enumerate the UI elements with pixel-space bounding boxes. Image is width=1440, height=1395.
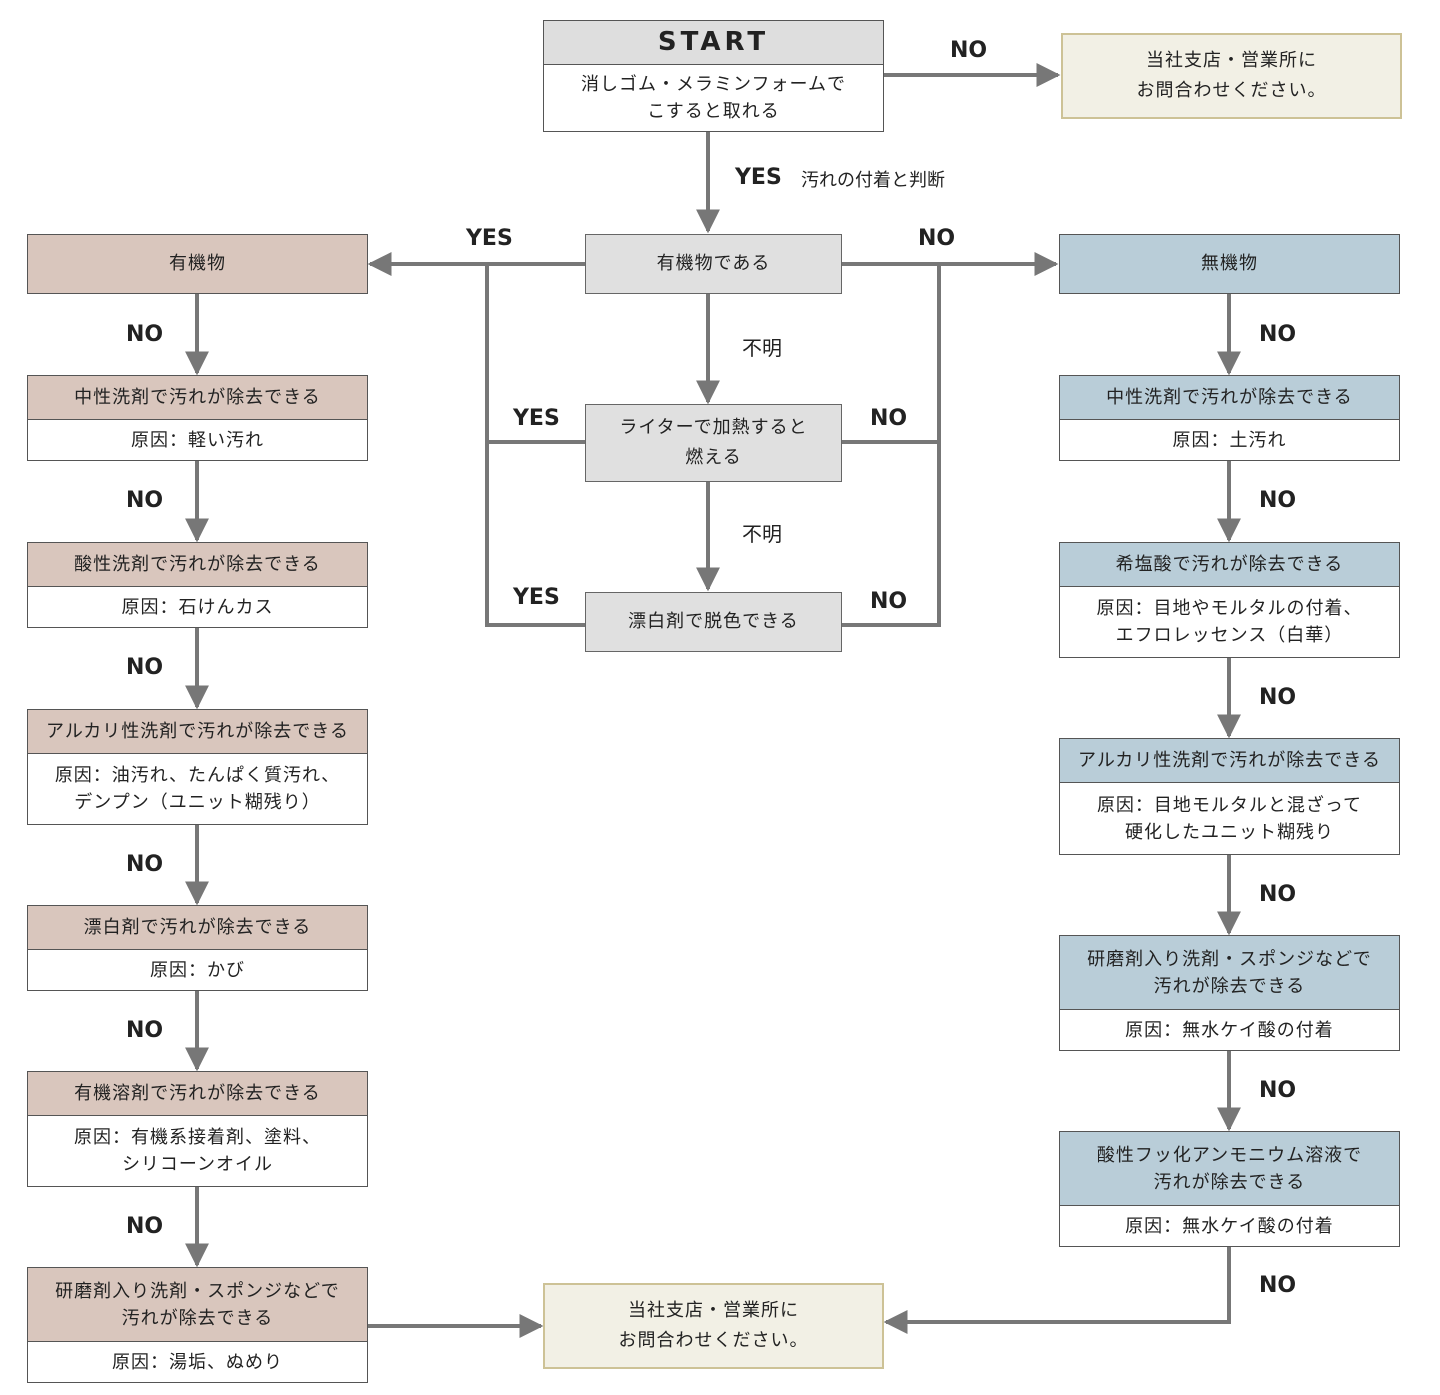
organic-no-label: NO <box>126 322 164 347</box>
step-action: 酸性フッ化アンモニウム溶液で 汚れが除去できる <box>1060 1132 1399 1206</box>
step-cause: 原因：目地モルタルと混ざって 硬化したユニット糊残り <box>1096 794 1363 843</box>
step-cause: 原因：目地やモルタルの付着、 エフロレッセンス（白華） <box>1096 598 1363 646</box>
step-cause: 原因：石けんカス <box>121 596 274 618</box>
step-cause: 原因：軽い汚れ <box>131 429 264 451</box>
label-lighter-yes: YES <box>513 406 560 431</box>
edge-yes-bus <box>485 264 586 627</box>
contact-node-top: 当社支店・営業所に お問合わせください。 <box>1061 33 1402 119</box>
start-node: START 消しゴム・メラミンフォームで こすると取れる <box>543 20 884 132</box>
label-organic-yes: YES <box>466 226 513 251</box>
organic-step: 漂白剤で汚れが除去できる 原因：かび <box>27 905 368 991</box>
label-bleach-no: NO <box>870 589 908 614</box>
inorganic-no-label: NO <box>1259 685 1297 710</box>
inorganic-step: 酸性フッ化アンモニウム溶液で 汚れが除去できる 原因：無水ケイ酸の付着 <box>1059 1131 1400 1247</box>
step-action: 希塩酸で汚れが除去できる <box>1060 543 1399 587</box>
decision-bleach: 漂白剤で脱色できる <box>585 592 842 652</box>
label-final-no: NO <box>1259 1273 1297 1298</box>
step-cause: 原因：無水ケイ酸の付着 <box>1125 1019 1334 1041</box>
inorganic-step: 中性洗剤で汚れが除去できる 原因：土汚れ <box>1059 375 1400 461</box>
step-action: 中性洗剤で汚れが除去できる <box>28 376 367 420</box>
organic-no-label: NO <box>126 488 164 513</box>
organic-step: 研磨剤入り洗剤・スポンジなどで 汚れが除去できる 原因：湯垢、ぬめり <box>27 1267 368 1383</box>
edge-no-bus <box>841 264 941 627</box>
inorganic-no-label: NO <box>1259 1078 1297 1103</box>
step-cause: 原因：かび <box>150 959 245 981</box>
step-action: 中性洗剤で汚れが除去できる <box>1060 376 1399 420</box>
inorganic-no-label: NO <box>1259 488 1297 513</box>
organic-no-label: NO <box>126 852 164 877</box>
organic-step: アルカリ性洗剤で汚れが除去できる 原因：油汚れ、たんぱく質汚れ、 デンプン（ユニ… <box>27 709 368 825</box>
start-question: 消しゴム・メラミンフォームで こすると取れる <box>581 74 846 122</box>
label-bleach-yes: YES <box>513 585 560 610</box>
label-start-yes-note: 汚れの付着と判断 <box>801 170 945 191</box>
organic-no-label: NO <box>126 1018 164 1043</box>
contact-node-bottom: 当社支店・営業所に お問合わせください。 <box>543 1283 884 1369</box>
label-start-yes: YES <box>735 165 782 190</box>
step-action: アルカリ性洗剤で汚れが除去できる <box>28 710 367 754</box>
organic-title: 有機物 <box>27 234 368 294</box>
inorganic-no-label: NO <box>1259 322 1297 347</box>
organic-step: 酸性洗剤で汚れが除去できる 原因：石けんカス <box>27 542 368 628</box>
step-action: 有機溶剤で汚れが除去できる <box>28 1072 367 1116</box>
inorganic-title: 無機物 <box>1059 234 1400 294</box>
decision-lighter: ライターで加熱すると 燃える <box>585 404 842 482</box>
organic-step: 中性洗剤で汚れが除去できる 原因：軽い汚れ <box>27 375 368 461</box>
label-lighter-no: NO <box>870 406 908 431</box>
inorganic-step: アルカリ性洗剤で汚れが除去できる 原因：目地モルタルと混ざって 硬化したユニット… <box>1059 738 1400 855</box>
step-action: 酸性洗剤で汚れが除去できる <box>28 543 367 587</box>
step-action: アルカリ性洗剤で汚れが除去できる <box>1060 739 1399 783</box>
organic-no-label: NO <box>126 655 164 680</box>
step-action: 研磨剤入り洗剤・スポンジなどで 汚れが除去できる <box>28 1268 367 1342</box>
step-action: 漂白剤で汚れが除去できる <box>28 906 367 950</box>
step-cause: 原因：湯垢、ぬめり <box>112 1351 283 1373</box>
step-cause: 原因：土汚れ <box>1172 429 1287 451</box>
step-cause: 原因：無水ケイ酸の付着 <box>1125 1215 1334 1237</box>
label-unknown-1: 不明 <box>742 336 782 360</box>
inorganic-no-label: NO <box>1259 882 1297 907</box>
label-start-no: NO <box>950 38 988 63</box>
step-action: 研磨剤入り洗剤・スポンジなどで 汚れが除去できる <box>1060 936 1399 1010</box>
label-organic-no: NO <box>918 226 956 251</box>
organic-no-label: NO <box>126 1214 164 1239</box>
edge-inorganic-final <box>883 1247 1231 1334</box>
label-unknown-2: 不明 <box>742 522 782 546</box>
decision-is-organic: 有機物である <box>585 234 842 294</box>
organic-step: 有機溶剤で汚れが除去できる 原因：有機系接着剤、塗料、 シリコーンオイル <box>27 1071 368 1187</box>
inorganic-step: 研磨剤入り洗剤・スポンジなどで 汚れが除去できる 原因：無水ケイ酸の付着 <box>1059 935 1400 1051</box>
step-cause: 原因：有機系接着剤、塗料、 シリコーンオイル <box>74 1127 321 1175</box>
inorganic-step: 希塩酸で汚れが除去できる 原因：目地やモルタルの付着、 エフロレッセンス（白華） <box>1059 542 1400 658</box>
step-cause: 原因：油汚れ、たんぱく質汚れ、 デンプン（ユニット糊残り） <box>54 765 341 813</box>
start-title: START <box>544 21 883 65</box>
